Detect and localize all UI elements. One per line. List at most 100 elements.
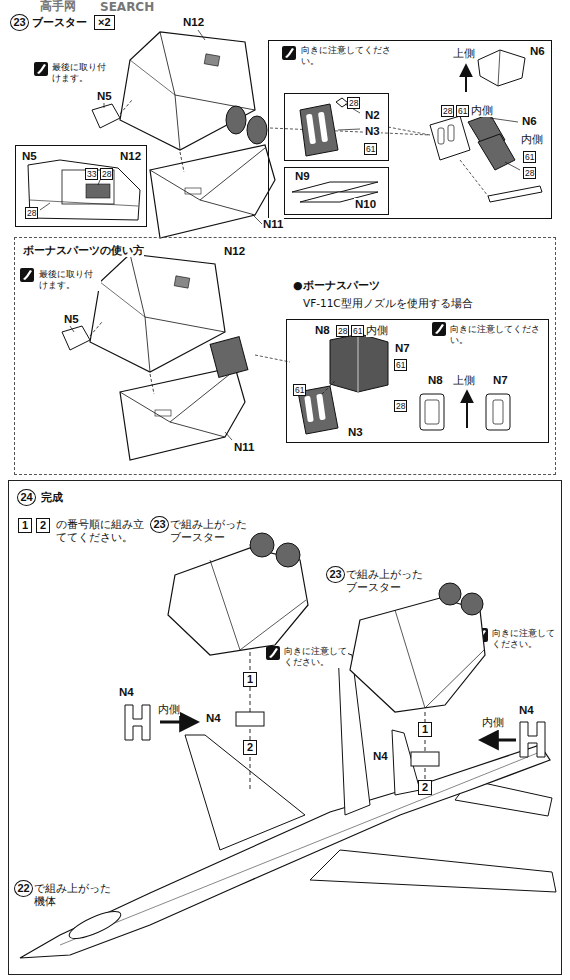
- note-icon: [282, 46, 296, 60]
- nozzle-parts: [478, 50, 525, 86]
- paint-code: 28: [441, 105, 454, 117]
- part-number: N2: [364, 109, 381, 122]
- inset-detail: [30, 200, 138, 206]
- bonus-nozzle-parts: [316, 394, 326, 421]
- box-heading: 完成: [41, 491, 63, 504]
- note-text: 最後に取り付けます。: [39, 269, 101, 291]
- booster-parts: [252, 214, 262, 224]
- note-text: 向きに注意してください。: [301, 45, 391, 67]
- note-text: 向きに注意してください。: [284, 646, 348, 668]
- booster-parts: [247, 116, 267, 144]
- part-number: N12: [223, 245, 246, 258]
- bonus-parts-box: ボーナスパーツの使い方N12最後に取り付けます。N5N11●ボーナスパーツVF-…: [14, 237, 556, 475]
- nozzle-parts: [505, 162, 520, 170]
- booster-assembly: [210, 560, 240, 650]
- paint-code: 61: [293, 384, 306, 396]
- note-icon: [34, 62, 48, 76]
- paint-code: 61: [394, 359, 407, 371]
- booster-parts: [198, 30, 205, 40]
- caption-text: で組み上がったブースター: [346, 568, 426, 594]
- assembly-guide: [411, 752, 439, 766]
- booster-parts: [92, 30, 430, 238]
- bonus-nozzle-box: N82861内側N761向きに注意してください。N8上側N76128N3: [286, 319, 549, 443]
- note-icon: [20, 46, 488, 660]
- caption-text: 上側: [453, 374, 475, 387]
- assembly-guide: [236, 712, 264, 726]
- booster-parts: [270, 128, 430, 135]
- part-number: N4: [518, 704, 535, 717]
- order-number: 1: [418, 722, 432, 737]
- bonus-nozzle-parts: [358, 336, 359, 392]
- bonus-nozzle-parts: [493, 400, 503, 424]
- part-number: N10: [354, 198, 377, 211]
- order-number: 1: [243, 672, 257, 687]
- order-number: ×2: [94, 15, 115, 30]
- bonus-nozzle-parts: [322, 380, 336, 394]
- paint-code: 28: [25, 207, 38, 219]
- part-number: N5: [96, 90, 113, 103]
- paint-code: 61: [456, 105, 469, 117]
- caption-text: 内側: [366, 324, 388, 337]
- nozzle-parts: [460, 160, 488, 196]
- part-number: N5: [21, 150, 38, 163]
- step-number: 22: [14, 880, 33, 897]
- nozzle-parts: [438, 128, 444, 144]
- step-number: 24: [17, 489, 36, 506]
- parts-inset-box: 28N2N361: [284, 93, 389, 161]
- note-icon: [266, 646, 280, 660]
- nozzle-parts: [338, 129, 360, 130]
- bonus-nozzle-parts: [298, 334, 510, 434]
- paint-code: 61: [523, 151, 536, 163]
- inset-detail: [40, 203, 50, 210]
- aircraft-body: [20, 650, 556, 958]
- nozzle-parts: [318, 112, 328, 143]
- inset-detail: [28, 160, 140, 220]
- step-number: 23: [326, 566, 345, 583]
- assembly-guide: [520, 722, 545, 757]
- paint-code: 28: [394, 400, 407, 412]
- part-number: N8: [427, 374, 444, 387]
- inset-detail: [28, 160, 140, 220]
- caption-text: 内側: [158, 703, 180, 716]
- booster-assembly: [425, 650, 484, 708]
- booster-parts: [70, 326, 74, 332]
- bonus-nozzle-parts: [466, 392, 468, 428]
- booster-parts: [210, 337, 248, 378]
- part-number: N4: [118, 686, 135, 699]
- note-text: 向きに注意してください。: [492, 628, 558, 650]
- bonus-nozzle-parts: [304, 396, 314, 423]
- aircraft-body: [66, 906, 124, 943]
- step-number: 23: [10, 14, 29, 31]
- step-number: 23: [150, 516, 169, 533]
- order-number: 1: [18, 518, 32, 533]
- note-text: 向きに注意してください。: [450, 324, 545, 346]
- bonus-nozzle-parts: [425, 400, 439, 424]
- paint-code: 28: [100, 168, 113, 180]
- nozzle-parts: [300, 104, 338, 156]
- watermark: SEARCH: [100, 1, 154, 14]
- note-icon: [20, 268, 34, 282]
- booster-assembly: [168, 533, 485, 712]
- booster-assembly: [461, 593, 483, 615]
- box-heading: ブースター: [32, 16, 87, 29]
- paint-code: 61: [364, 143, 377, 155]
- paint-code: 28: [523, 167, 536, 179]
- part-number: N11: [262, 218, 284, 231]
- parts-inset-box: N9N10: [284, 167, 389, 215]
- assembly-guide: [160, 721, 196, 724]
- part-number: N4: [205, 712, 222, 725]
- part-number: N12: [119, 150, 142, 163]
- booster-parts: [226, 106, 246, 134]
- booster-parts: [255, 355, 290, 362]
- caption-text: VF-11C型用ノズルを使用する場合: [303, 297, 473, 310]
- caption-text: で組み上がった機体: [34, 882, 114, 908]
- note-text: 最後に取り付けます。: [52, 62, 114, 84]
- paint-code: 33: [85, 168, 98, 180]
- note-icon: [432, 322, 446, 336]
- booster-assembly: [276, 543, 300, 567]
- nozzle-parts: [498, 50, 500, 86]
- order-number: 2: [36, 518, 50, 533]
- bonus-nozzle-parts: [486, 394, 510, 430]
- aircraft-body: [20, 745, 550, 958]
